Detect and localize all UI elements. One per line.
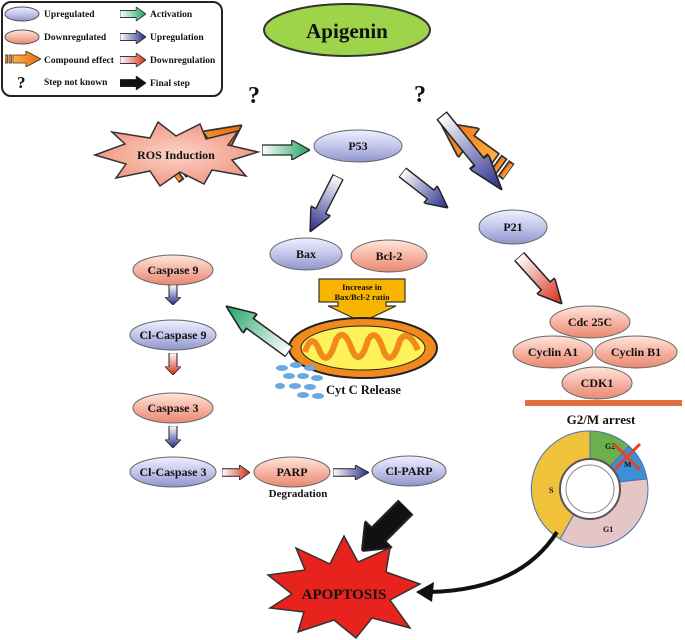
ros-induction-burst xyxy=(92,120,261,188)
arrow-compound-to-p21 xyxy=(432,107,512,198)
legend-upregulation-label: Upregulation xyxy=(150,33,204,43)
cyt-c-release-label: Cyt C Release xyxy=(326,383,401,397)
apoptosis-label: APOPTOSIS xyxy=(302,587,387,603)
phase-g2-label: G2 xyxy=(605,442,615,451)
bax-bcl2-ratio-box: Increase in Bax/Bcl-2 ratio xyxy=(318,278,406,323)
legend-step-not-known-label: Step not known xyxy=(44,78,108,88)
p53-node xyxy=(313,129,403,163)
arrow-ros-to-p53 xyxy=(262,140,310,160)
ratio-text-line1: Increase in xyxy=(342,282,382,292)
cdk1-label: CDK1 xyxy=(581,376,614,390)
phase-s-label: S xyxy=(549,486,554,495)
legend-upregulated-label: Upregulated xyxy=(44,10,95,20)
arrow-cl-caspase9-to-caspase3 xyxy=(165,353,181,375)
g2m-arrest-bar xyxy=(525,400,682,406)
arrow-p53-to-p21 xyxy=(395,163,455,217)
legend-final-step-label: Final step xyxy=(150,79,190,89)
caspase3-label: Caspase 3 xyxy=(147,401,198,415)
arrow-parp-to-cl-parp xyxy=(333,465,369,480)
legend-downregulated-label: Downregulated xyxy=(44,33,107,43)
legend-box xyxy=(1,1,223,97)
cdk1-node xyxy=(561,366,633,400)
p53-label: P53 xyxy=(348,139,367,153)
caspase3-node xyxy=(132,392,214,424)
legend-downregulated-swatch xyxy=(4,29,40,45)
cyt-c-molecules xyxy=(275,362,324,399)
question-left-icon: ? xyxy=(248,83,260,109)
degradation-label: Degradation xyxy=(269,488,328,500)
arrow-cell-cycle-to-apoptosis xyxy=(416,530,559,602)
legend-activation-label: Activation xyxy=(150,10,193,20)
cdc25c-label: Cdc 25C xyxy=(568,315,612,329)
parp-node xyxy=(253,456,331,488)
cl-parp-label: Cl-PARP xyxy=(385,464,432,478)
legend-question-icon: ? xyxy=(17,73,26,92)
cl-caspase9-node xyxy=(129,319,217,351)
bcl2-node xyxy=(350,239,428,273)
bax-node xyxy=(269,237,343,271)
arrow-caspase9-to-cl-caspase9 xyxy=(165,285,181,305)
cl-caspase3-node xyxy=(129,456,217,488)
g2m-arrest-label: G2/M arrest xyxy=(567,412,636,427)
cdc25c-node xyxy=(549,305,631,339)
bax-label: Bax xyxy=(296,247,316,261)
question-right-icon: ? xyxy=(414,82,426,108)
arrow-cl-caspase3-to-parp xyxy=(222,465,250,480)
p21-label: P21 xyxy=(503,220,522,234)
apigenin-node xyxy=(263,3,431,57)
parp-label: PARP xyxy=(276,465,307,479)
cyclin-b1-label: Cyclin B1 xyxy=(611,345,661,359)
ratio-text-line2: Bax/Bcl-2 ratio xyxy=(334,292,389,302)
legend-upregulated-swatch xyxy=(4,6,40,22)
cell-cycle-wheel: G2 M G1 S xyxy=(530,430,649,548)
legend-downregulation-label: Downregulation xyxy=(150,56,216,66)
caspase9-label: Caspase 9 xyxy=(147,263,198,277)
phase-g1-label: G1 xyxy=(603,525,613,534)
legend: Upregulated Downregulated Compound effec… xyxy=(1,1,223,97)
cyclin-b1-node xyxy=(594,335,678,369)
legend-compound-label: Compound effect xyxy=(44,56,115,66)
bcl2-label: Bcl-2 xyxy=(376,249,403,263)
cl-parp-node xyxy=(371,455,447,487)
arrow-p21-to-cdc25c xyxy=(510,248,571,313)
cl-caspase9-label: Cl-Caspase 9 xyxy=(139,328,206,342)
phase-m-label: M xyxy=(624,460,632,469)
apoptosis-burst xyxy=(266,534,422,640)
cl-caspase3-label: Cl-Caspase 3 xyxy=(139,465,206,479)
arrow-cytc-to-cl-caspase9 xyxy=(218,296,297,362)
ros-induction-label: ROS Induction xyxy=(137,148,215,162)
cyclin-a1-node xyxy=(512,335,594,369)
apigenin-title: Apigenin xyxy=(306,19,388,43)
cyclin-a1-label: Cyclin A1 xyxy=(528,345,578,359)
p21-node xyxy=(478,209,548,245)
arrow-caspase3-to-cl-caspase3 xyxy=(165,426,181,448)
mitochondrion-icon xyxy=(288,317,438,379)
arrow-p53-to-bax xyxy=(300,171,348,237)
arrest-cross-icon xyxy=(612,442,642,472)
